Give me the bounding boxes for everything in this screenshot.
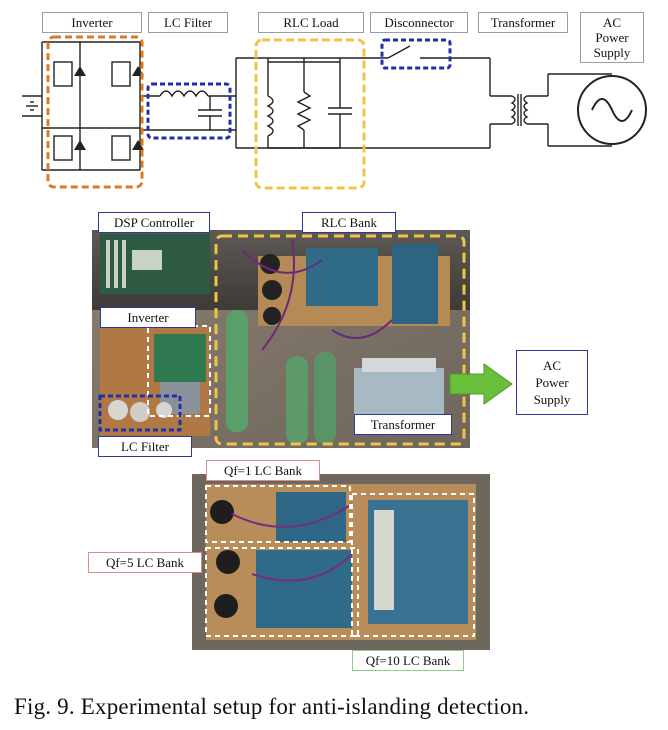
- label-ac-power-supply: AC Power Supply: [580, 12, 644, 63]
- label-transformer: Transformer: [478, 12, 568, 33]
- ac-line-2: Power: [595, 30, 629, 45]
- ac-line-1: AC: [602, 15, 622, 30]
- lc-bank-photo: [192, 474, 490, 650]
- ac-line-3: Supply: [593, 45, 631, 60]
- label-rlc-bank: RLC Bank: [302, 212, 396, 233]
- setup-photo: [92, 230, 470, 448]
- label-disconnector: Disconnector: [370, 12, 468, 33]
- label-qf10-lc-bank: Qf=10 LC Bank: [352, 650, 464, 671]
- label-lc-filter-photo: LC Filter: [98, 436, 192, 457]
- label-ac-power-supply-photo: AC Power Supply: [516, 350, 588, 415]
- rlc-load-highlight: [254, 38, 366, 190]
- circuit-schematic: [22, 35, 647, 190]
- label-inverter-photo: Inverter: [100, 307, 196, 328]
- figure-caption: Fig. 9. Experimental setup for anti-isla…: [14, 694, 530, 719]
- ac-photo-line-2: Power: [535, 375, 569, 390]
- label-qf5-lc-bank: Qf=5 LC Bank: [88, 552, 202, 573]
- inverter-highlight: [46, 35, 144, 189]
- label-transformer-photo: Transformer: [354, 414, 452, 435]
- arrow-to-ac-supply: [449, 363, 513, 405]
- label-lc-filter: LC Filter: [148, 12, 228, 33]
- label-dsp-controller: DSP Controller: [98, 212, 210, 233]
- label-rlc-load: RLC Load: [258, 12, 364, 33]
- label-inverter: Inverter: [42, 12, 142, 33]
- label-qf1-lc-bank: Qf=1 LC Bank: [206, 460, 320, 481]
- lc-filter-highlight: [146, 82, 232, 140]
- ac-photo-line-3: Supply: [533, 392, 571, 407]
- disconnector-highlight: [380, 38, 452, 70]
- ac-photo-line-1: AC: [542, 358, 562, 373]
